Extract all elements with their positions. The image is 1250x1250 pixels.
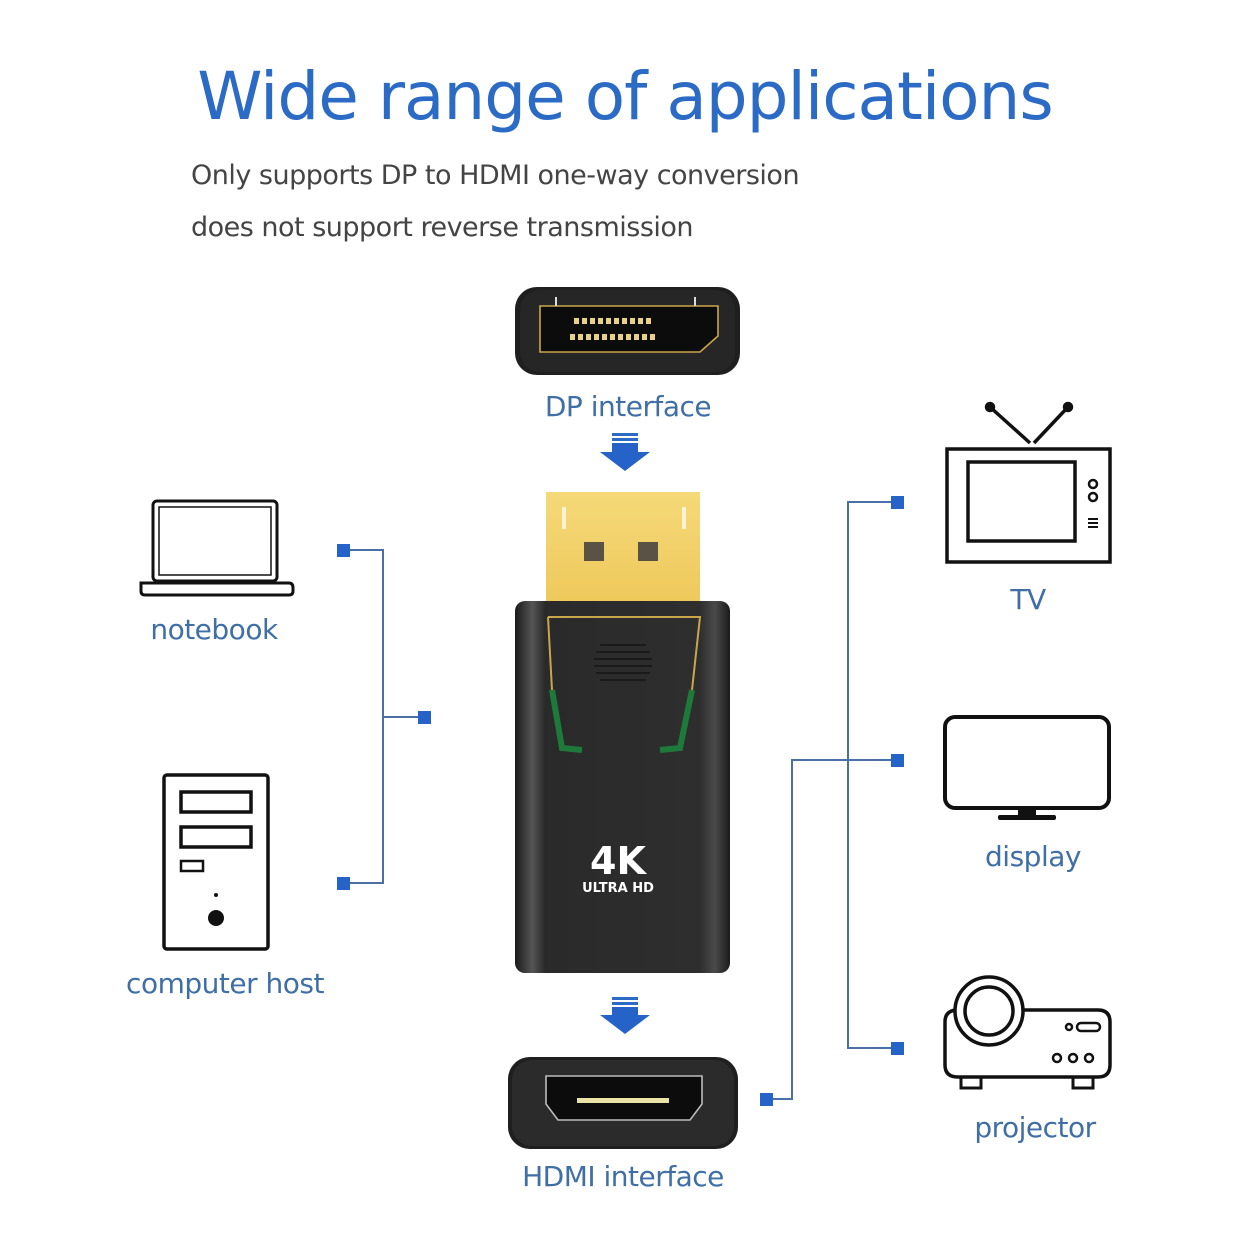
monitor-icon: [943, 715, 1111, 820]
subtitle-line-1: Only supports DP to HDMI one-way convers…: [191, 160, 800, 191]
displayport-connector-icon: [515, 287, 740, 375]
page-title: Wide range of applications: [197, 58, 1054, 135]
projector-icon: [943, 975, 1112, 1090]
laptop-icon: [139, 499, 295, 597]
source-label-notebook: notebook: [150, 613, 278, 646]
dp-interface-label: DP interface: [544, 390, 712, 423]
hdmi-interface-label: HDMI interface: [522, 1160, 724, 1193]
hdmi-connector-icon: [508, 1057, 738, 1149]
source-label-computer-host: computer host: [126, 967, 324, 1000]
arrow-down-icon: [600, 433, 650, 471]
source-connection-lines: [337, 544, 431, 890]
arrow-down-icon: [600, 997, 650, 1034]
destination-label-display: display: [985, 840, 1081, 873]
desktop-tower-icon: [162, 773, 270, 951]
destination-connection-lines: [760, 496, 904, 1106]
destination-label-tv: TV: [1010, 583, 1046, 616]
badge-4k: 4K: [590, 839, 647, 883]
badge-ultra-hd: ULTRA HD: [582, 881, 654, 896]
tv-icon: [945, 401, 1112, 564]
dp-to-hdmi-adapter-icon: [515, 492, 730, 973]
destination-label-projector: projector: [974, 1111, 1096, 1144]
subtitle-line-2: does not support reverse transmission: [191, 212, 694, 243]
